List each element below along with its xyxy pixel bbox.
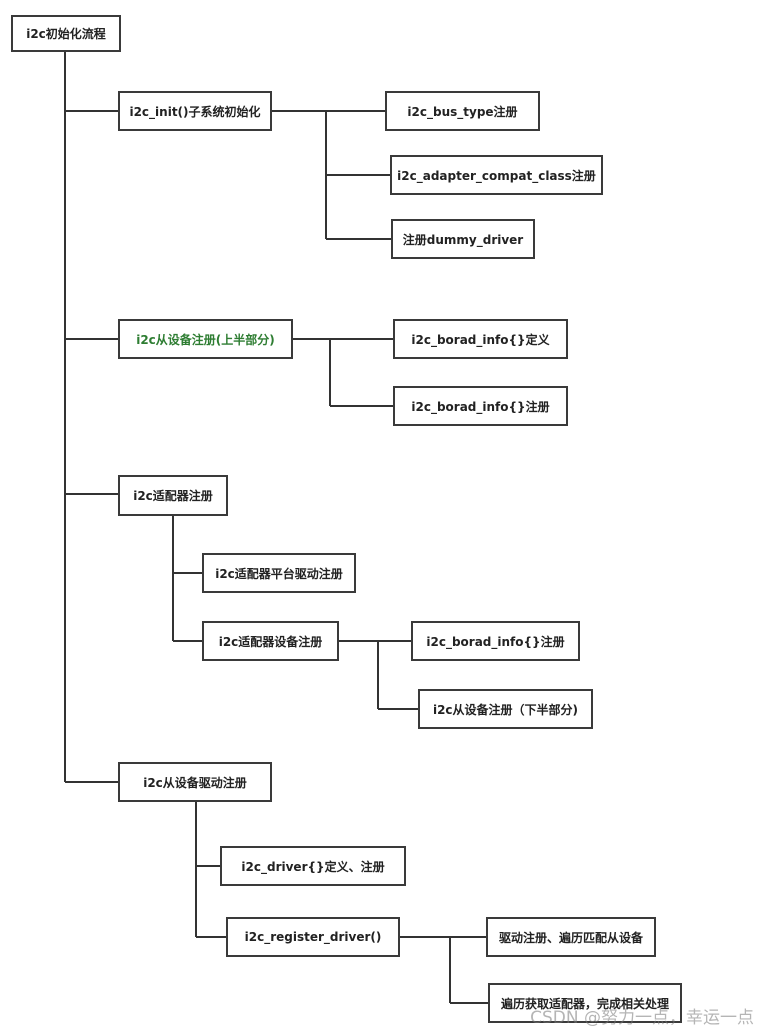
node-board-info-define: i2c_borad_info{}定义 <box>393 319 568 359</box>
node-iterate-adapters: 遍历获取适配器，完成相关处理 <box>488 983 682 1023</box>
node-slave-register-lower: i2c从设备注册（下半部分) <box>418 689 593 729</box>
node-board-info-register-1: i2c_borad_info{}注册 <box>393 386 568 426</box>
node-dummy-driver: 注册dummy_driver <box>391 219 535 259</box>
root-node: i2c初始化流程 <box>11 15 121 52</box>
node-slave-register-upper: i2c从设备注册(上半部分) <box>118 319 293 359</box>
node-bus-type: i2c_bus_type注册 <box>385 91 540 131</box>
node-slave-driver-register: i2c从设备驱动注册 <box>118 762 272 802</box>
node-i2c-init: i2c_init()子系统初始化 <box>118 91 272 131</box>
node-register-driver: i2c_register_driver() <box>226 917 400 957</box>
node-adapter-platform-driver: i2c适配器平台驱动注册 <box>202 553 356 593</box>
node-adapter-device-register: i2c适配器设备注册 <box>202 621 339 661</box>
node-adapter-compat-class: i2c_adapter_compat_class注册 <box>390 155 603 195</box>
node-adapter-register: i2c适配器注册 <box>118 475 228 516</box>
node-driver-match: 驱动注册、遍历匹配从设备 <box>486 917 656 957</box>
csdn-watermark: CSDN @努力一点，幸运一点 <box>530 1008 754 1028</box>
node-driver-define: i2c_driver{}定义、注册 <box>220 846 406 886</box>
node-board-info-register-2: i2c_borad_info{}注册 <box>411 621 580 661</box>
